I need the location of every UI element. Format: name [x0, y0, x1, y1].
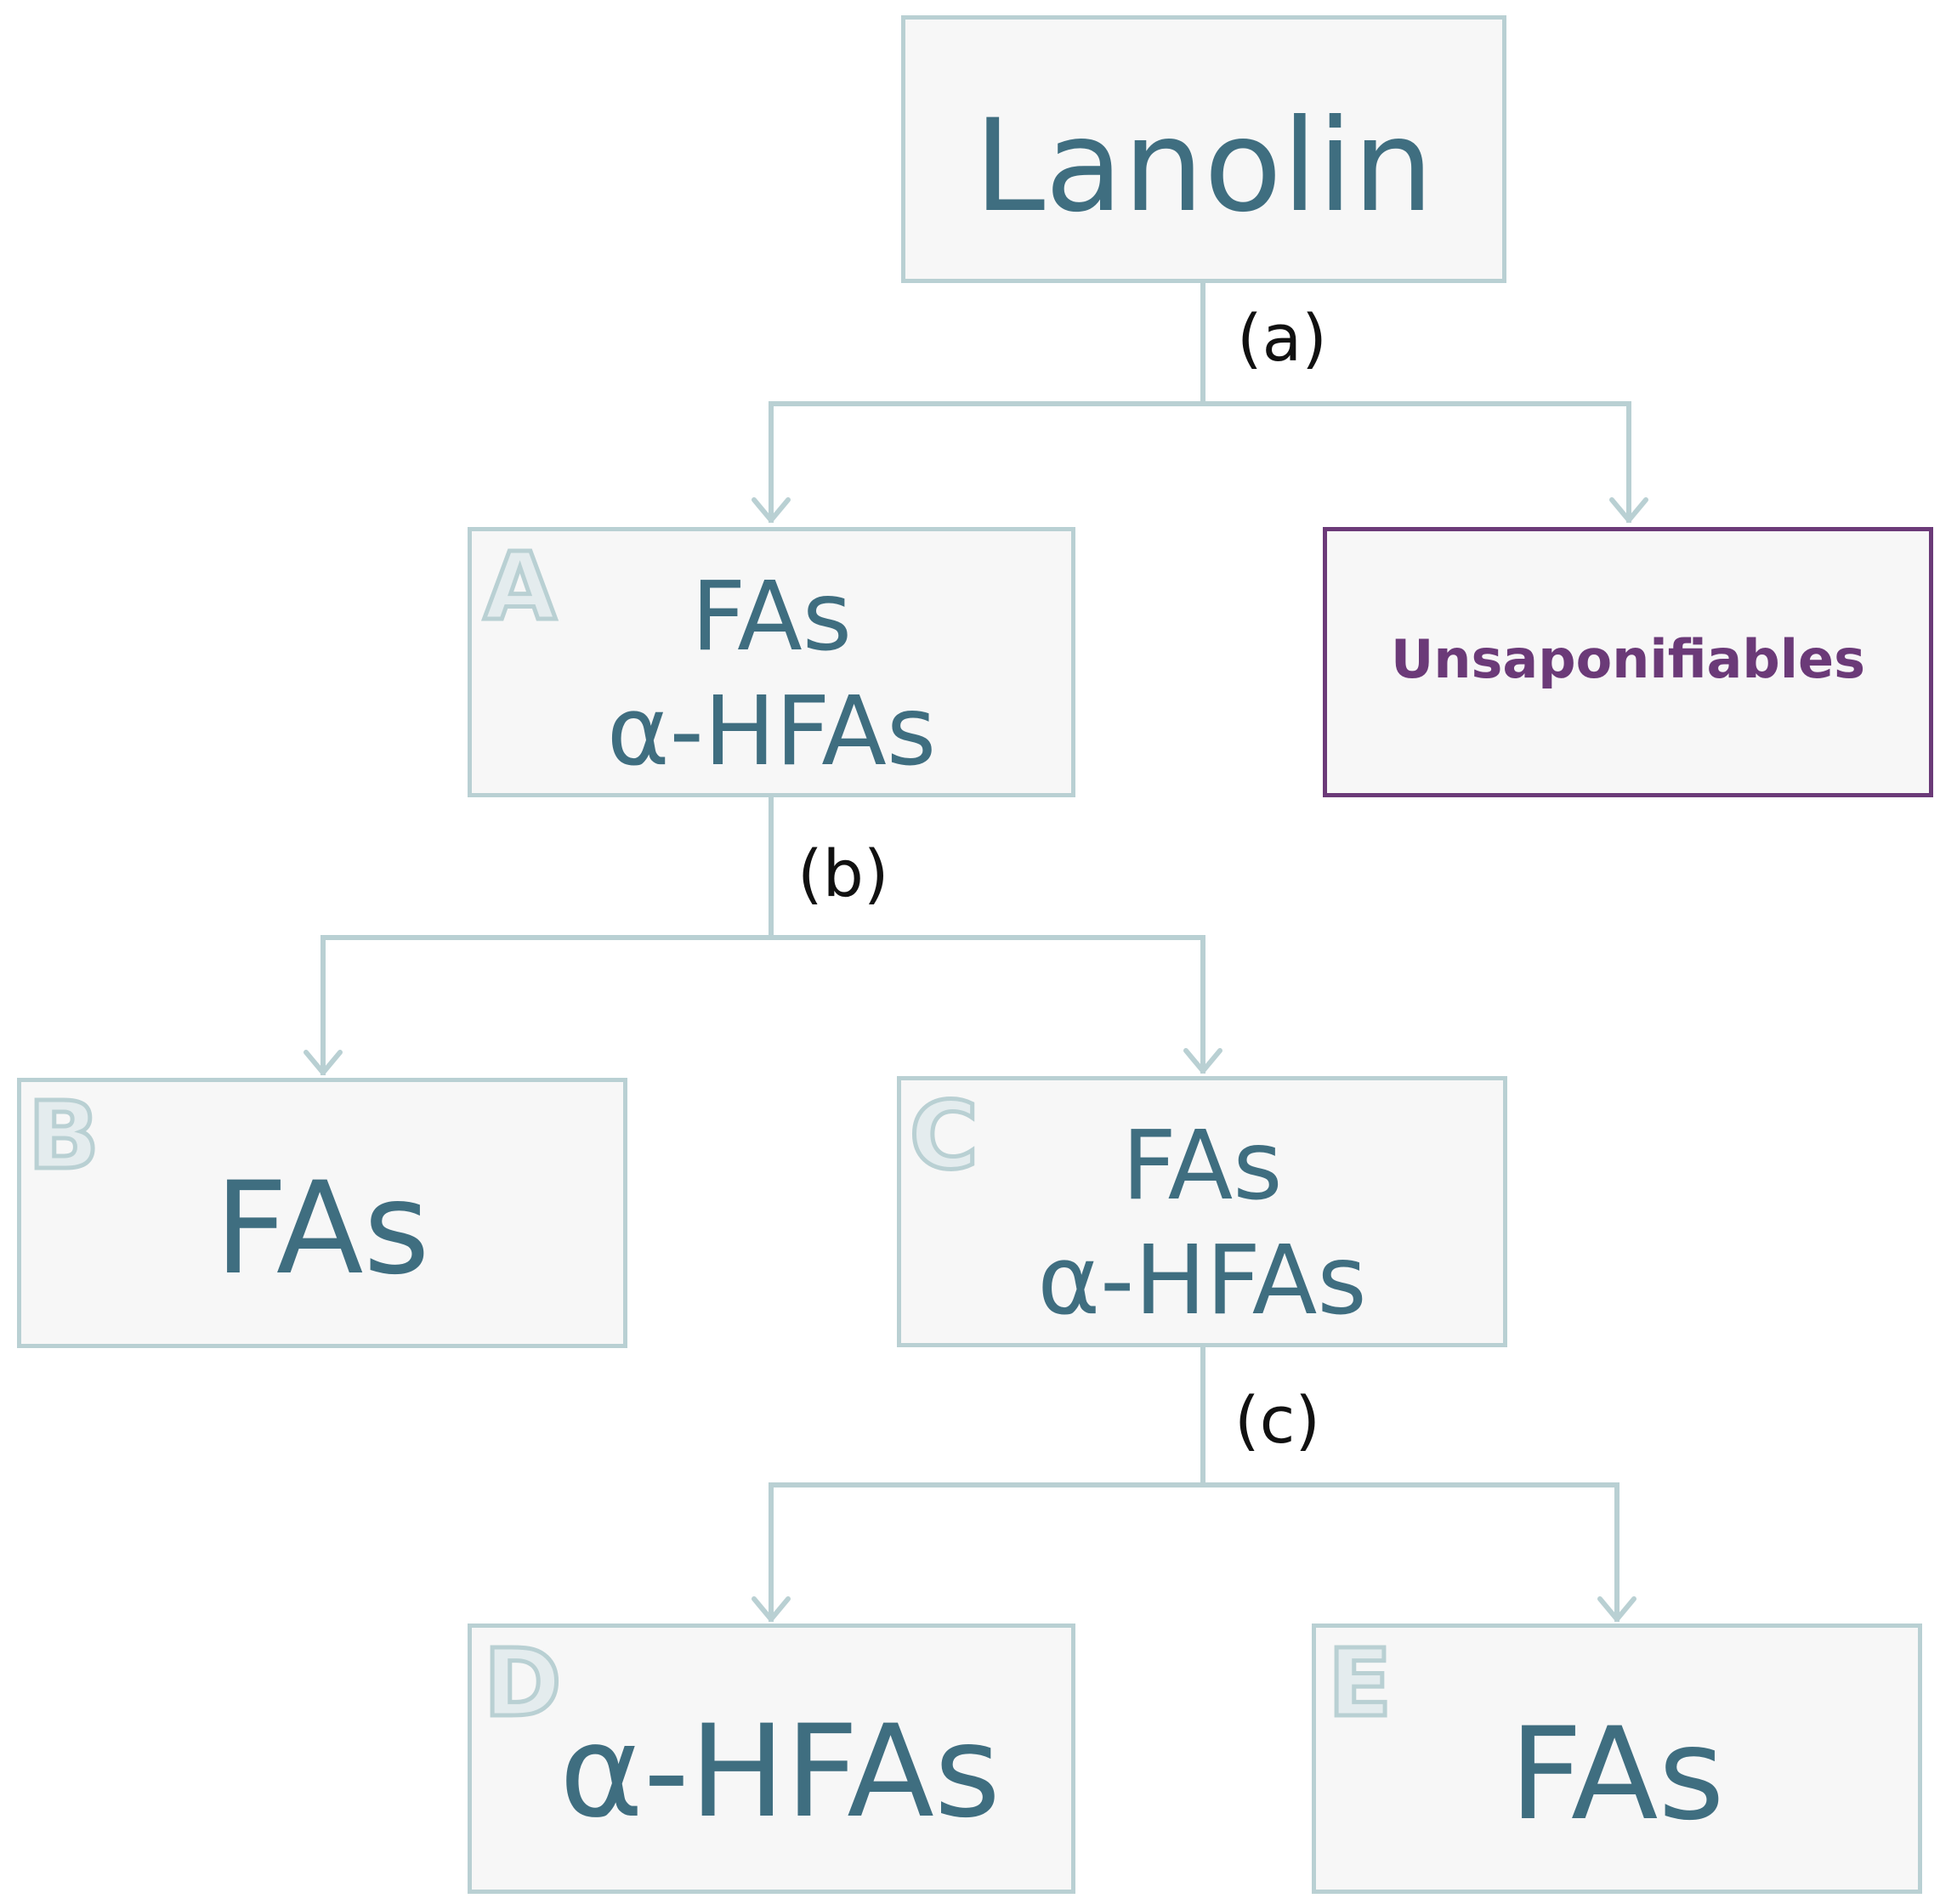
box-a-line2: α-HFAs: [606, 677, 937, 787]
lanolin-label: Lanolin: [973, 93, 1434, 241]
lanolin-box: Lanolin: [901, 15, 1506, 283]
box-b: B FAs: [17, 1078, 627, 1348]
step-label-c: (c): [1234, 1382, 1321, 1458]
arrowhead-to-box-b: [303, 1050, 343, 1075]
box-b-letter: B: [26, 1081, 102, 1190]
box-b-label: FAs: [214, 1155, 430, 1303]
box-d-label: α-HFAs: [559, 1698, 1001, 1846]
arrowhead-to-box-a: [752, 497, 791, 523]
step-label-a: (a): [1237, 300, 1327, 376]
box-a-letter: A: [481, 532, 558, 641]
arrowhead-to-box-e: [1597, 1596, 1637, 1622]
unsaponifiables-box: Unsaponifiables: [1323, 527, 1933, 797]
box-a: A FAs α-HFAs: [468, 527, 1075, 797]
unsaponifiables-label: Unsaponifiables: [1391, 628, 1865, 690]
box-d: D α-HFAs: [468, 1624, 1075, 1894]
box-e-letter: E: [1325, 1629, 1393, 1737]
step-label-b: (b): [797, 836, 889, 911]
box-c-letter: C: [908, 1081, 981, 1190]
arrowhead-to-unsaponifiables: [1609, 497, 1648, 523]
box-c: C FAs α-HFAs: [897, 1076, 1507, 1347]
box-d-letter: D: [481, 1629, 563, 1737]
arrowhead-to-box-c: [1183, 1048, 1222, 1074]
box-c-line1: FAs: [1121, 1111, 1283, 1221]
arrowhead-to-box-d: [752, 1596, 791, 1622]
box-e: E FAs: [1312, 1624, 1922, 1894]
box-a-line1: FAs: [690, 562, 853, 672]
box-c-line2: α-HFAs: [1037, 1226, 1367, 1336]
box-e-label: FAs: [1509, 1701, 1725, 1849]
